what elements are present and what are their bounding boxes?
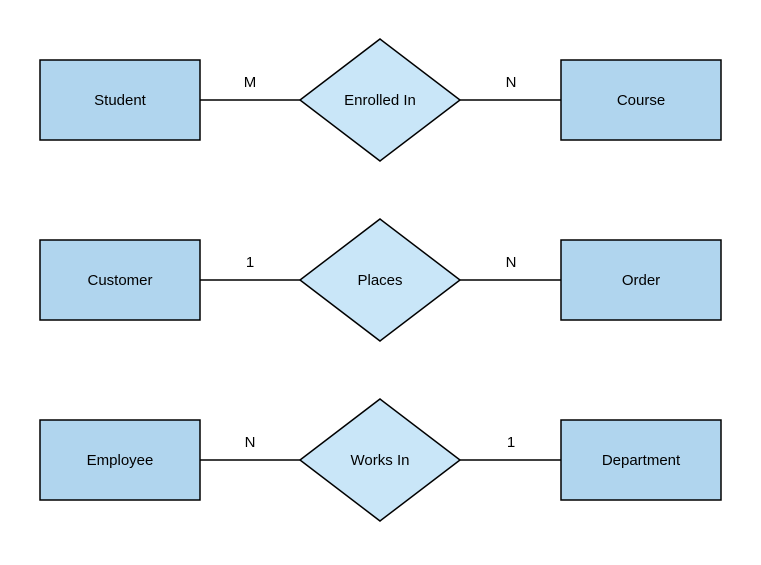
entity-department-label: Department — [602, 452, 681, 469]
entity-student-label: Student — [94, 92, 147, 109]
cardinality-label-department-side: 1 — [507, 434, 515, 451]
er-row-customer-order: Customer 1 Places N Order — [39, 218, 722, 342]
entity-student-box — [39, 59, 201, 141]
entity-order-label: Order — [622, 272, 660, 289]
relationship-places-diamond — [298, 218, 462, 342]
cardinality-label-course-side: N — [506, 74, 517, 91]
entity-department-box — [560, 419, 722, 501]
relationship-enrolledin-diamond — [298, 38, 462, 162]
entity-customer-box — [39, 239, 201, 321]
er-row-student-course: Student M Enrolled In N Course — [39, 38, 722, 162]
entity-employee-box — [39, 419, 201, 501]
er-row-employee-department: Employee N Works In 1 Department — [39, 398, 722, 522]
cardinality-label-student-side: M — [244, 74, 257, 91]
relationship-worksin-diamond — [298, 398, 462, 522]
cardinality-label-customer-side: 1 — [246, 254, 254, 271]
cardinality-label-order-side: N — [506, 254, 517, 271]
entity-order-box — [560, 239, 722, 321]
cardinality-label-employee-side: N — [245, 434, 256, 451]
entity-course-box — [560, 59, 722, 141]
entity-employee-label: Employee — [87, 452, 154, 469]
relationship-enrolledin-label: Enrolled In — [344, 92, 416, 109]
relationship-places-label: Places — [357, 272, 402, 289]
entity-course-label: Course — [617, 92, 665, 109]
entity-customer-label: Customer — [87, 272, 152, 289]
relationship-worksin-label: Works In — [351, 452, 410, 469]
